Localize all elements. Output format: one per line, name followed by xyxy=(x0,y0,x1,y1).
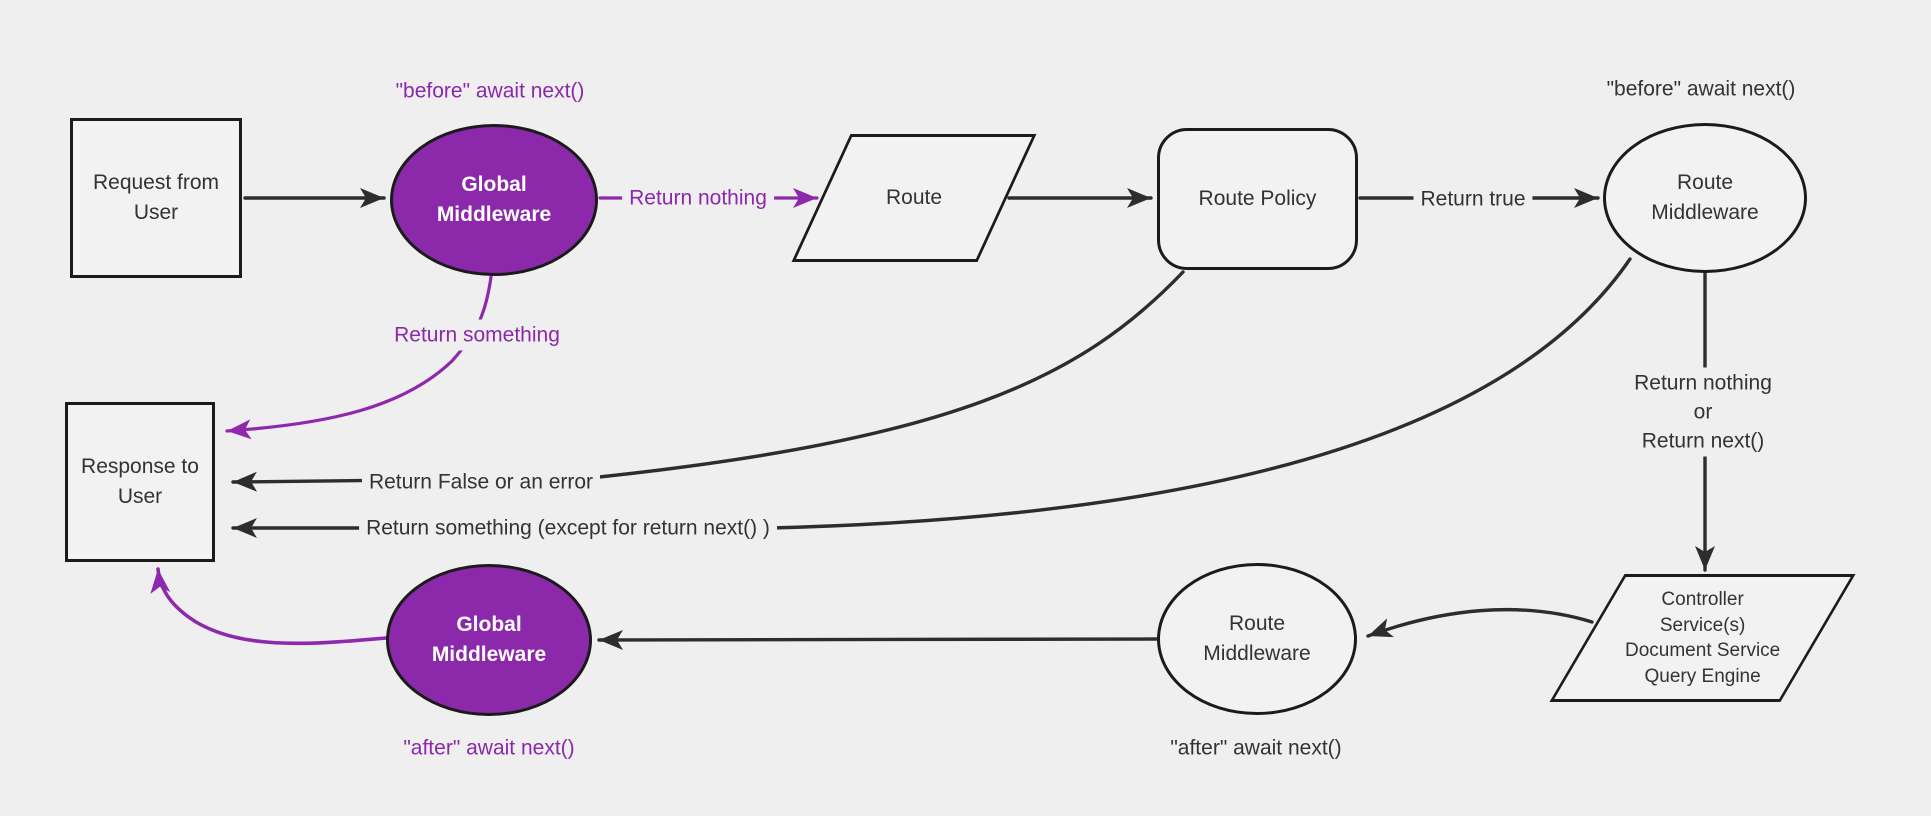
label-after-await-next-routemw: "after" await next() xyxy=(1163,732,1349,764)
node-route-middleware-bottom: Route Middleware xyxy=(1157,563,1357,715)
label-return-something: Return something xyxy=(387,319,567,351)
node-route-label: Route xyxy=(885,186,943,209)
label-return-nothing: Return nothing xyxy=(622,182,774,214)
label-return-something-except: Return something (except for return next… xyxy=(359,512,777,544)
label-return-nothing-or-next: Return nothing or Return next() xyxy=(1627,367,1779,457)
edge-global-to-response-return-something xyxy=(225,275,493,440)
edge-routemw2-to-global2 xyxy=(597,629,1158,650)
edge-global2-to-response xyxy=(150,567,388,646)
node-controller-services: Controller Service(s) Document Service Q… xyxy=(1549,574,1856,702)
node-global-middleware-bottom: Global Middleware xyxy=(386,564,592,716)
edge-policy-to-response-return-false xyxy=(231,270,1185,492)
node-global-middleware-top: Global Middleware xyxy=(390,124,598,276)
label-before-await-next-global: "before" await next() xyxy=(388,75,592,107)
label-return-true: Return true xyxy=(1413,183,1533,215)
label-after-await-next-global: "after" await next() xyxy=(396,732,582,764)
edge-controller-to-routemw2 xyxy=(1366,607,1594,638)
node-route-middleware-top: Route Middleware xyxy=(1603,123,1807,273)
node-request-from-user: Request from User xyxy=(70,118,242,278)
label-before-await-next-routemw: "before" await next() xyxy=(1599,73,1803,105)
label-return-false-or-error: Return False or an error xyxy=(361,466,601,498)
node-response-to-user: Response to User xyxy=(65,402,215,562)
node-controller-services-label: Controller Service(s) Document Service Q… xyxy=(1624,589,1781,687)
node-route-policy: Route Policy xyxy=(1157,128,1358,270)
node-route: Route xyxy=(791,134,1037,262)
